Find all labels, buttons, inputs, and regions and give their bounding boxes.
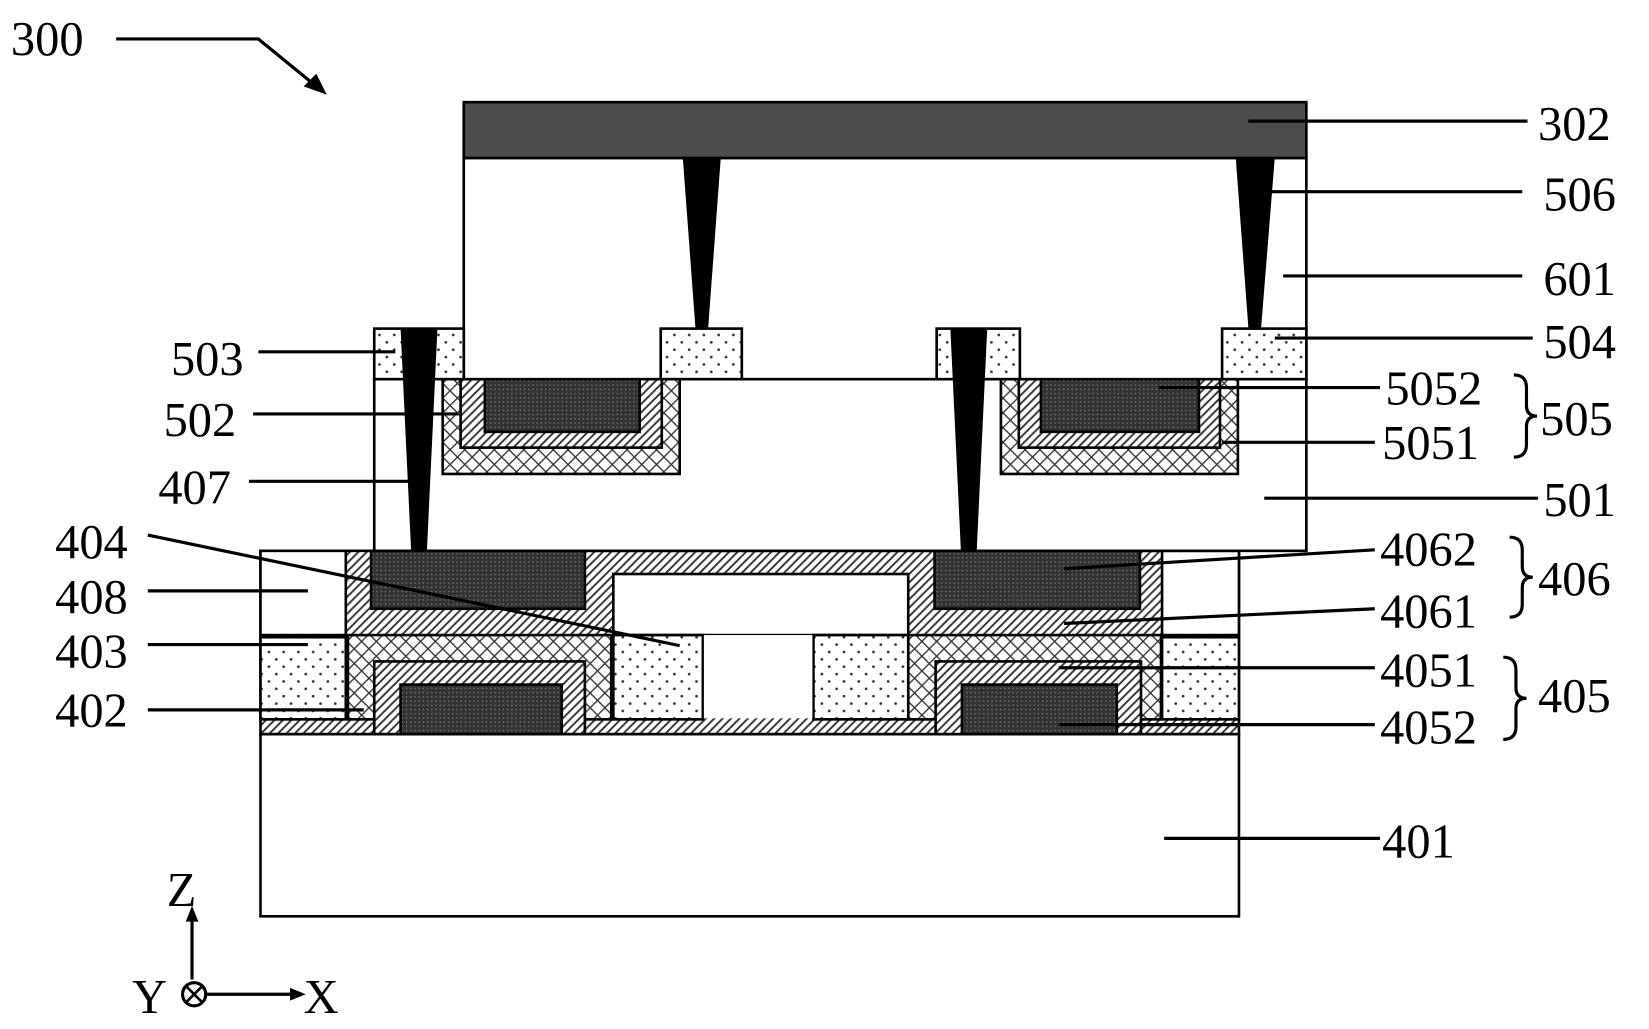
substrate-401 <box>260 734 1238 916</box>
support-404-right <box>813 635 908 719</box>
label-408: 408 <box>55 571 128 624</box>
layer-403-right <box>1162 637 1239 719</box>
label-405: 405 <box>1538 670 1611 723</box>
label-406: 406 <box>1538 553 1611 606</box>
label-4051: 4051 <box>1380 645 1477 698</box>
label-404: 404 <box>55 516 128 569</box>
label-505: 505 <box>1540 393 1613 446</box>
support-404-left <box>613 635 703 719</box>
label-401: 401 <box>1382 815 1455 868</box>
label-403: 403 <box>55 626 128 679</box>
axis-z-label: Z <box>167 864 197 917</box>
electrode-4052-left <box>401 685 562 735</box>
label-504: 504 <box>1543 316 1616 369</box>
brace-505 <box>1514 375 1537 457</box>
label-506: 506 <box>1543 169 1616 222</box>
figure-arrow <box>116 39 316 86</box>
label-4052: 4052 <box>1380 702 1477 755</box>
label-402: 402 <box>55 685 128 738</box>
label-4061: 4061 <box>1380 586 1477 639</box>
brace-406 <box>1510 537 1533 617</box>
label-4062: 4062 <box>1380 524 1477 577</box>
axis-y-label: Y <box>132 971 167 1024</box>
label-601: 601 <box>1543 253 1616 306</box>
cavity-lower <box>704 635 812 718</box>
label-302: 302 <box>1538 98 1611 151</box>
electrode-5052-left <box>485 379 640 432</box>
label-407: 407 <box>158 461 231 514</box>
pad-504 <box>1222 329 1306 380</box>
label-502: 502 <box>164 394 237 447</box>
cavity-upper <box>613 574 908 635</box>
axis-x-label: X <box>304 971 339 1024</box>
figure-label: 300 <box>11 13 84 66</box>
label-5052: 5052 <box>1385 362 1482 415</box>
label-5051: 5051 <box>1382 417 1479 470</box>
pad-left-mid <box>661 329 742 380</box>
label-503: 503 <box>171 333 244 386</box>
brace-405 <box>1503 657 1526 739</box>
layer-403-left <box>260 637 345 719</box>
top-plate-302 <box>464 102 1307 158</box>
electrode-4062-left <box>371 551 585 609</box>
layer-601 <box>464 158 1307 379</box>
layer-408-left <box>260 551 345 635</box>
electrode-4052-right <box>962 685 1117 735</box>
label-501: 501 <box>1543 474 1616 527</box>
electrode-4062-right <box>935 551 1140 609</box>
